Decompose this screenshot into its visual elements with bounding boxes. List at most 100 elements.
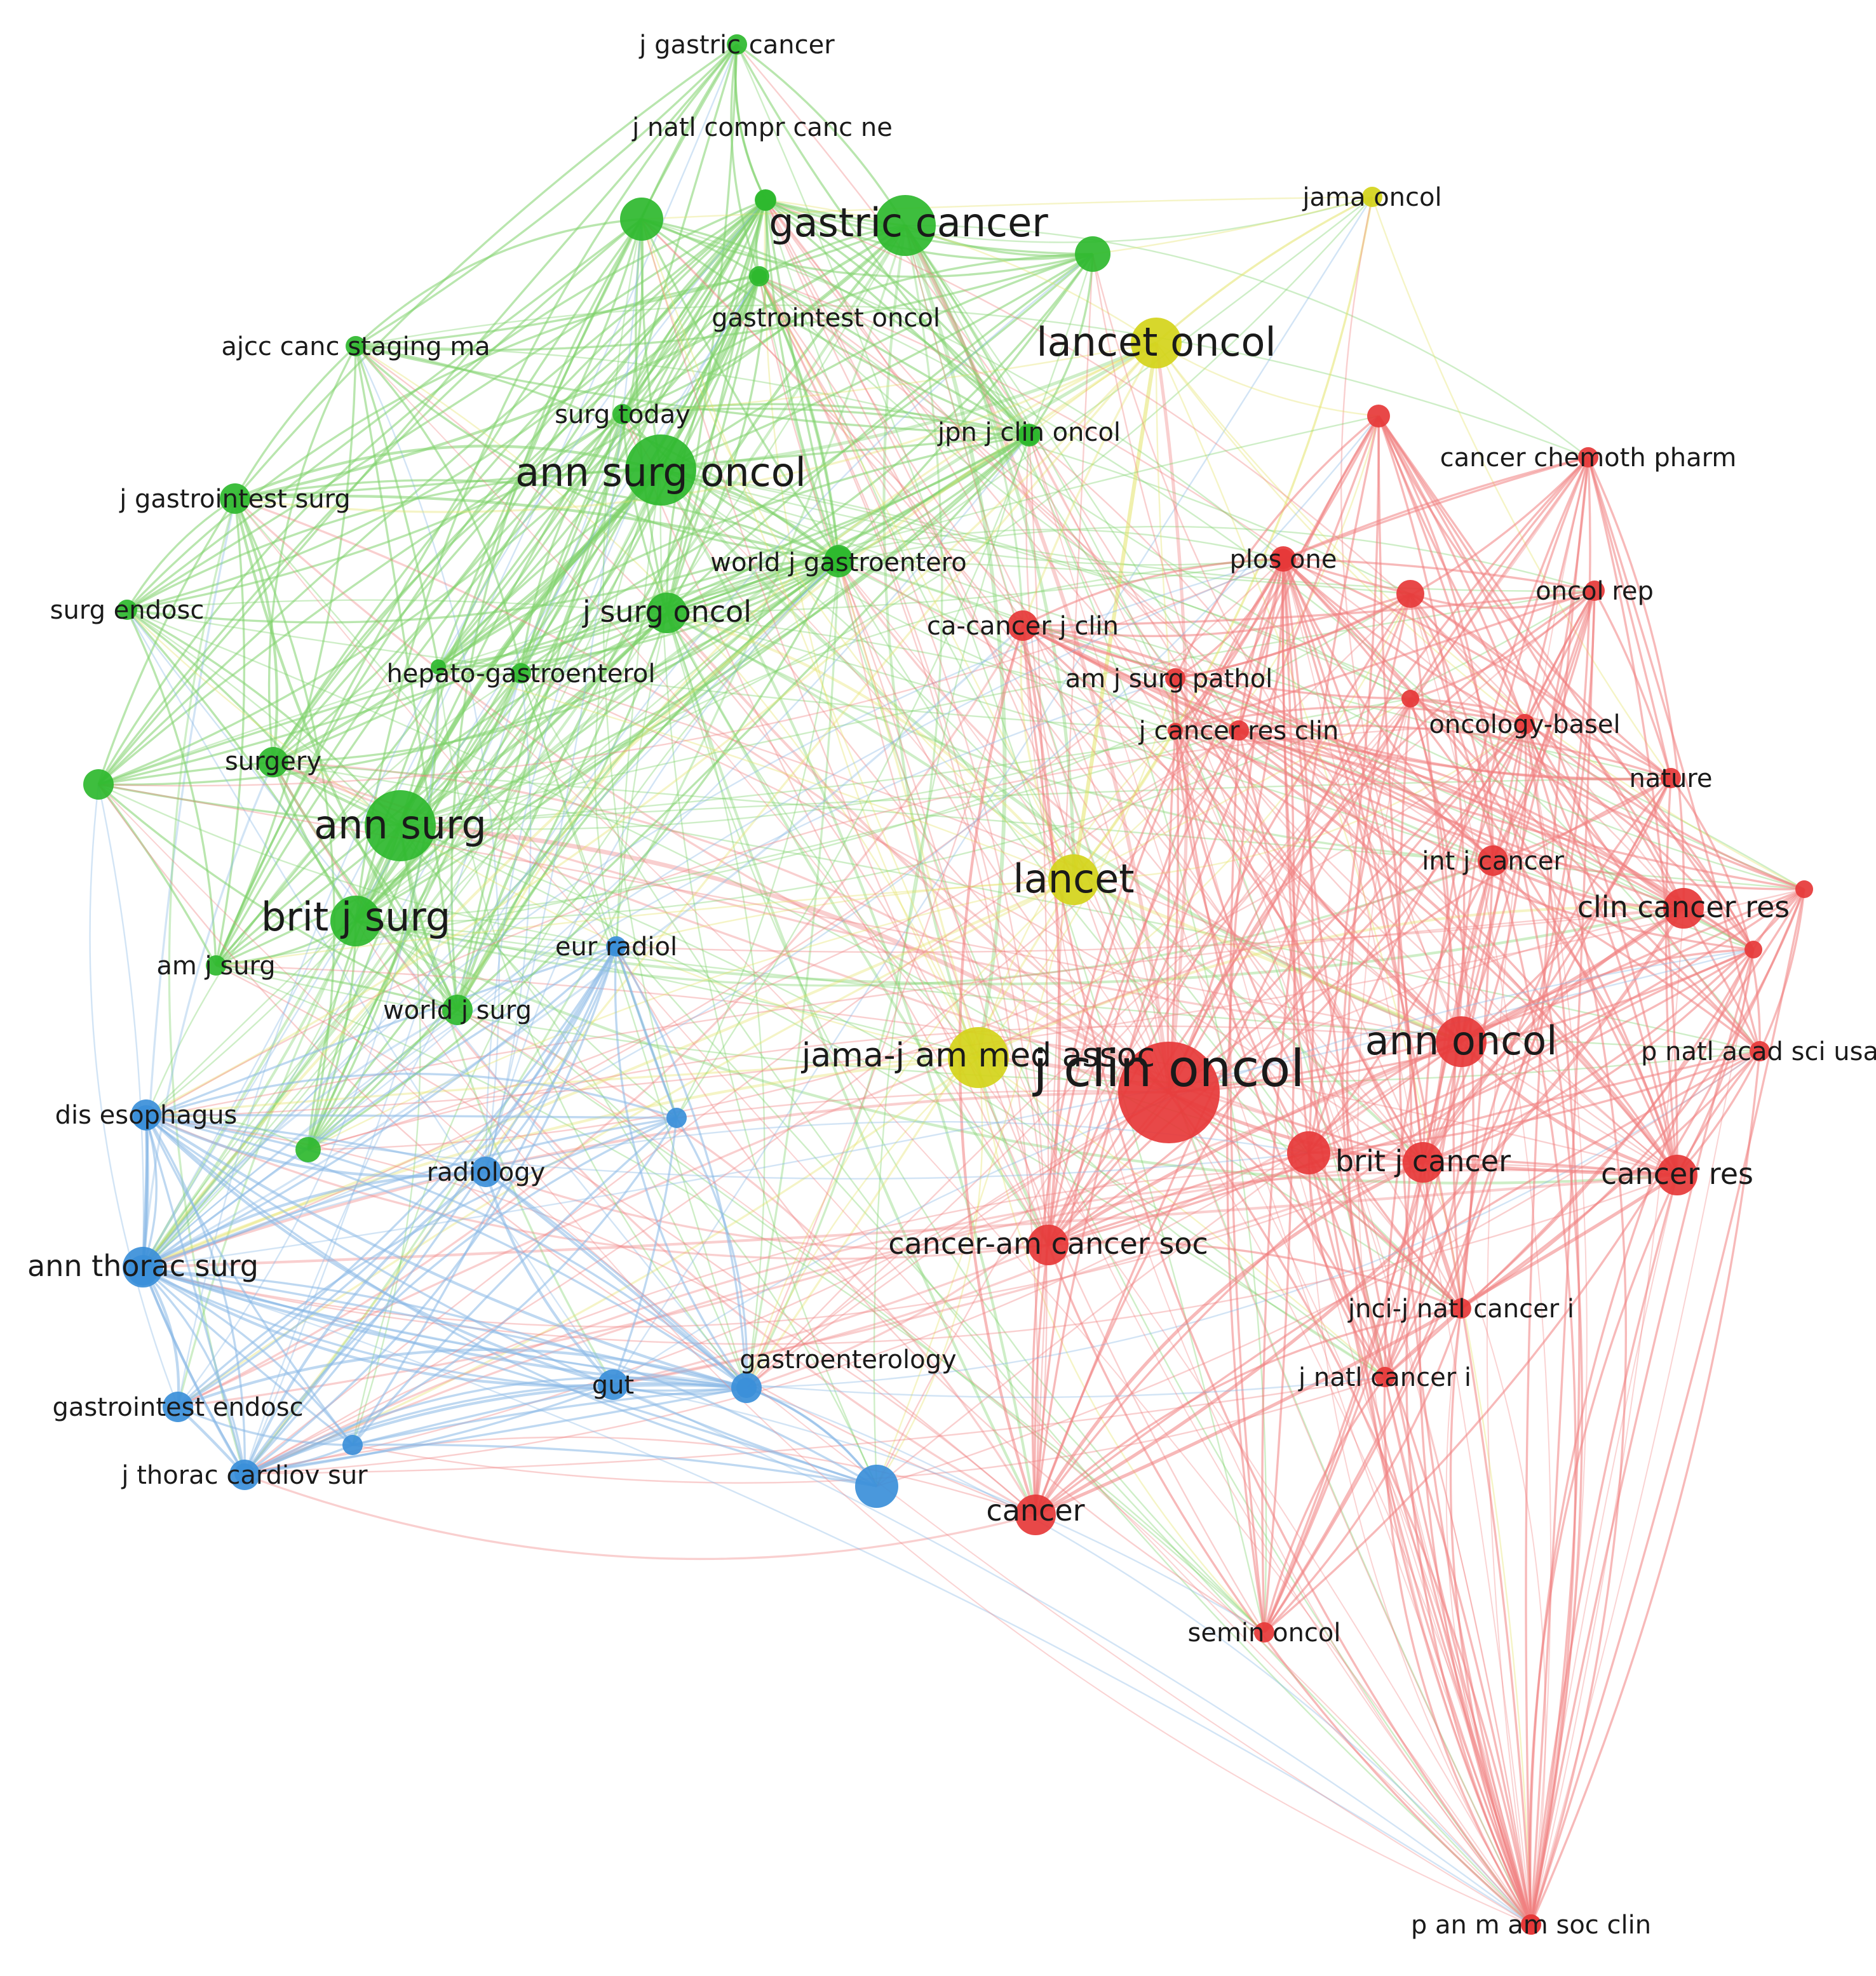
network-edge — [142, 434, 1030, 1271]
network-edge — [98, 783, 1462, 1043]
node-unlabeled[interactable] — [1271, 546, 1296, 572]
node-unlabeled[interactable] — [736, 1378, 757, 1398]
node-radiology[interactable] — [471, 1157, 501, 1187]
node-j-natl-cancer-i[interactable] — [1375, 1367, 1395, 1387]
network-edge — [97, 498, 236, 785]
network-edge — [905, 225, 1240, 731]
node-ca-cancer-j-clin[interactable] — [1008, 610, 1038, 641]
network-edge — [1281, 558, 1310, 1153]
network-edge — [142, 469, 662, 1268]
node-brit-j-cancer[interactable] — [1403, 1142, 1443, 1183]
node-hepato-gastroenterol[interactable] — [511, 663, 531, 683]
network-edge — [640, 218, 840, 560]
node-p-natl-acad-sci-usa[interactable] — [1750, 1041, 1770, 1061]
node-ann-surg-oncol[interactable] — [625, 434, 696, 506]
node-surg-today[interactable] — [612, 404, 633, 424]
node-cancer-chemoth-pharm[interactable] — [1578, 447, 1598, 467]
network-edge — [1308, 1152, 1532, 1925]
node-cancer[interactable] — [1015, 1495, 1056, 1535]
node-oncol-rep[interactable] — [1584, 581, 1605, 601]
network-edge — [1047, 723, 1526, 1246]
node-lancet[interactable] — [1048, 854, 1099, 905]
node-nature[interactable] — [1661, 768, 1681, 788]
node-ajcc-canc-staging-ma[interactable] — [346, 336, 366, 356]
node-unlabeled[interactable] — [1521, 1914, 1541, 1935]
node-semin-oncol[interactable] — [1254, 1622, 1274, 1643]
node-jama-oncol[interactable] — [1362, 187, 1382, 207]
node-unlabeled[interactable] — [855, 1465, 898, 1508]
node-cancer-am-cancer-soc[interactable] — [1028, 1225, 1069, 1265]
node-unlabeled[interactable] — [825, 545, 853, 573]
node-j-cancer-res-clin[interactable] — [1229, 720, 1249, 741]
node-ann-oncol[interactable] — [1436, 1016, 1487, 1067]
node-cancer-res[interactable] — [1657, 1155, 1697, 1195]
node-unlabeled[interactable] — [431, 659, 446, 675]
node-unlabeled[interactable] — [1795, 880, 1813, 898]
node-unlabeled[interactable] — [620, 198, 663, 241]
label-ann-thorac-surg: ann thorac surg — [27, 1249, 259, 1283]
node-unlabeled[interactable] — [1168, 723, 1183, 738]
node-oncology-basel[interactable] — [1515, 714, 1535, 734]
node-surg-endosc[interactable] — [117, 600, 137, 620]
node-jama-j-am-med-assoc[interactable] — [948, 1027, 1009, 1088]
network-edge — [456, 558, 839, 1011]
node-j-clin-oncol[interactable] — [1118, 1042, 1220, 1143]
network-edge — [244, 1376, 1386, 1475]
network-edge — [215, 413, 624, 966]
node-j-gastrointest-surg[interactable] — [220, 483, 250, 514]
network-edge — [97, 413, 623, 786]
node-am-j-surg[interactable] — [206, 955, 226, 976]
network-edge — [520, 413, 624, 674]
node-jnci-j-natl-cancer-i[interactable] — [1451, 1298, 1471, 1319]
node-lancet-oncol[interactable] — [1131, 318, 1182, 368]
node-gut[interactable] — [598, 1369, 628, 1400]
label-lancet: lancet — [1013, 856, 1134, 902]
network-edge — [244, 1161, 1424, 1476]
node-unlabeled[interactable] — [342, 1435, 363, 1455]
node-unlabeled[interactable] — [666, 1108, 687, 1128]
node-j-gastric-cancer[interactable] — [727, 34, 747, 55]
network-edge — [142, 1269, 877, 1488]
node-int-j-cancer[interactable] — [1478, 845, 1508, 876]
node-unlabeled[interactable] — [1744, 941, 1762, 958]
node-clin-cancer-res[interactable] — [1663, 888, 1704, 929]
node-unlabeled[interactable] — [1287, 1131, 1330, 1174]
node-unlabeled[interactable] — [295, 1137, 321, 1162]
network-edge — [1530, 590, 1596, 1925]
node-surgery[interactable] — [258, 747, 288, 777]
node-unlabeled[interactable] — [1018, 424, 1041, 447]
node-gastrointest-endosc[interactable] — [163, 1392, 193, 1422]
node-unlabeled[interactable] — [609, 939, 624, 954]
node-brit-j-surg[interactable] — [330, 896, 381, 946]
node-unlabeled[interactable] — [133, 1105, 159, 1131]
node-unlabeled[interactable] — [128, 1255, 158, 1286]
network-edge — [736, 44, 1265, 1633]
network-edge — [1377, 415, 1755, 950]
node-unlabeled[interactable] — [1396, 580, 1424, 608]
node-unlabeled[interactable] — [1367, 405, 1390, 427]
node-unlabeled[interactable] — [1401, 690, 1419, 708]
node-unlabeled[interactable] — [755, 189, 776, 211]
network-edge — [215, 275, 760, 966]
network-edge — [177, 920, 357, 1408]
network-edge — [177, 946, 617, 1408]
node-j-surg-oncol[interactable] — [647, 593, 687, 633]
network-edge — [764, 199, 1030, 436]
label-clin-cancer-res: clin cancer res — [1577, 890, 1790, 924]
node-am-j-surg-pathol[interactable] — [1165, 668, 1185, 689]
network-edge — [1452, 457, 1589, 1309]
network-edge — [1263, 1162, 1424, 1633]
network-edge — [97, 783, 458, 1011]
network-edge — [1156, 342, 1379, 417]
node-gastric-cancer[interactable] — [875, 195, 936, 256]
node-unlabeled[interactable] — [752, 269, 767, 284]
network-edge — [215, 964, 1265, 1633]
node-unlabeled[interactable] — [234, 1463, 255, 1484]
node-unlabeled[interactable] — [83, 769, 114, 800]
network-edge — [244, 1474, 1036, 1561]
node-world-j-surg[interactable] — [442, 995, 473, 1025]
node-ann-surg[interactable] — [365, 790, 436, 861]
node-unlabeled[interactable] — [1075, 236, 1110, 272]
network-edge — [615, 612, 668, 947]
network-edge — [1034, 1160, 1424, 1516]
